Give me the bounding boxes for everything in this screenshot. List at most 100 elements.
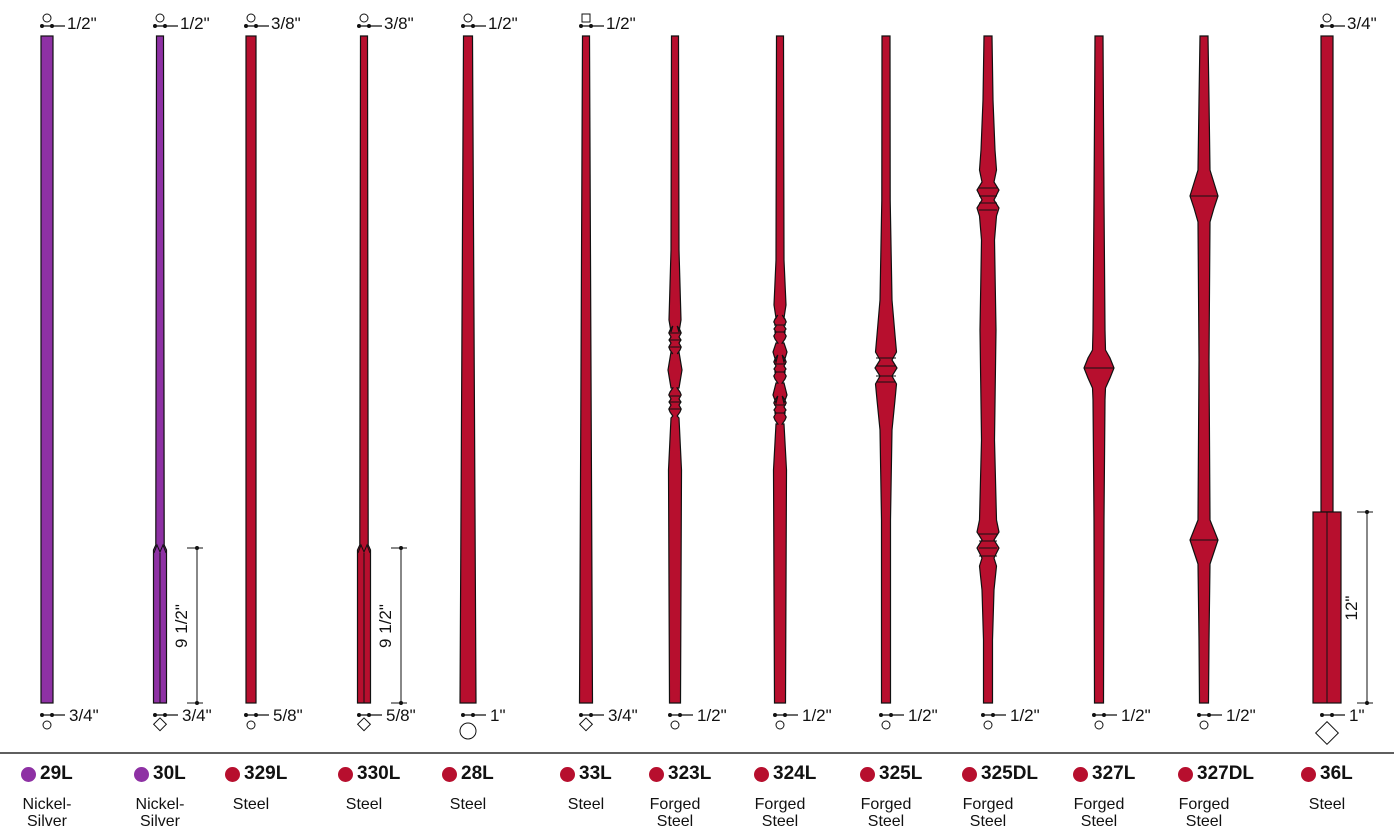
dim-dot-3 [367, 713, 371, 717]
dim-dot-8 [889, 713, 893, 717]
collar-joint-3 [357, 543, 371, 554]
baluster-body-6 [667, 35, 683, 704]
round-section-icon [1322, 13, 1332, 23]
bottom-section-icon-12 [1314, 713, 1345, 746]
round-section-icon [463, 13, 473, 23]
bottom-section-icon-10 [1092, 713, 1117, 730]
dim-dot-1 [153, 713, 157, 717]
baluster-body-7 [772, 35, 788, 704]
collar-dim-dot-1 [195, 701, 199, 705]
round-section-icon [881, 720, 891, 730]
round-section-icon [246, 720, 256, 730]
round-section-icon [983, 720, 993, 730]
dim-dot-4 [471, 713, 475, 717]
bottom-section-icon-8 [879, 713, 904, 730]
collar-dim-dot-3 [399, 701, 403, 705]
dim-dot-11 [1197, 713, 1201, 717]
dim-dot-9 [981, 713, 985, 717]
dim-dot-9 [991, 713, 995, 717]
dim-dot-12 [1320, 713, 1324, 717]
dim-dot-2 [244, 24, 248, 28]
dim-dot-8 [879, 713, 883, 717]
bottom-section-icon-7 [773, 713, 798, 730]
top-section-icon-1 [153, 13, 178, 28]
top-section-icon-5 [579, 13, 604, 28]
bottom-section-icon-1 [152, 713, 178, 732]
dim-dot-7 [783, 713, 787, 717]
bottom-section-icon-11 [1197, 713, 1222, 730]
dim-dot-0 [50, 24, 54, 28]
dim-dot-5 [579, 24, 583, 28]
bottom-section-icon-2 [244, 713, 269, 730]
dim-dot-12 [1330, 24, 1334, 28]
square-section-icon [578, 717, 594, 732]
baluster-body-11 [1189, 35, 1219, 704]
bottom-section-icon-3 [356, 713, 382, 732]
dim-dot-4 [471, 24, 475, 28]
dim-dot-6 [668, 713, 672, 717]
round-section-icon [1199, 720, 1209, 730]
baluster-body-4 [459, 35, 477, 704]
bottom-section-icon-5 [578, 713, 604, 732]
square-section-icon [356, 717, 372, 732]
collar-dim-dot-12 [1365, 701, 1369, 705]
dim-dot-2 [254, 713, 258, 717]
dim-dot-7 [773, 713, 777, 717]
top-section-icon-3 [357, 13, 382, 28]
bottom-section-icon-0 [40, 713, 65, 730]
dim-dot-0 [40, 24, 44, 28]
dim-dot-4 [461, 713, 465, 717]
round-section-icon [246, 13, 256, 23]
dim-dot-6 [678, 713, 682, 717]
round-section-icon [459, 722, 477, 740]
baluster-body-9 [976, 35, 1000, 704]
dim-dot-5 [589, 24, 593, 28]
dim-dot-3 [357, 24, 361, 28]
baluster-body-8 [874, 35, 898, 704]
dim-dot-0 [40, 713, 44, 717]
dim-dot-0 [50, 713, 54, 717]
dim-dot-12 [1330, 713, 1334, 717]
top-section-icon-0 [40, 13, 65, 28]
dim-dot-4 [461, 24, 465, 28]
bottom-section-icon-9 [981, 713, 1006, 730]
bottom-section-icon-4 [459, 713, 486, 740]
dim-dot-2 [244, 713, 248, 717]
baluster-body-0 [40, 35, 54, 704]
round-section-icon [42, 720, 52, 730]
round-section-icon [1094, 720, 1104, 730]
bottom-section-icon-6 [668, 713, 693, 730]
baluster-body-3 [356, 35, 372, 704]
baluster-body-1 [152, 35, 168, 704]
dim-dot-10 [1102, 713, 1106, 717]
collar-dim-dot-12 [1365, 510, 1369, 514]
square-section-icon [152, 717, 168, 732]
dim-dot-10 [1092, 713, 1096, 717]
square-section-icon [1314, 720, 1340, 746]
round-section-icon [155, 13, 165, 23]
collar-joint-1 [153, 543, 167, 554]
collar-dim-dot-3 [399, 546, 403, 550]
top-section-icon-12 [1320, 13, 1345, 28]
dim-dot-12 [1320, 24, 1324, 28]
baluster-body-2 [245, 35, 257, 704]
dim-dot-3 [367, 24, 371, 28]
square-section-icon [581, 13, 591, 23]
dim-dot-5 [589, 713, 593, 717]
dim-dot-1 [163, 713, 167, 717]
baluster-body-12 [1320, 35, 1334, 513]
dim-dot-2 [254, 24, 258, 28]
round-section-icon [670, 720, 680, 730]
dim-dot-1 [153, 24, 157, 28]
top-section-icon-2 [244, 13, 269, 28]
dim-dot-11 [1207, 713, 1211, 717]
dim-dot-3 [357, 713, 361, 717]
round-section-icon [775, 720, 785, 730]
collar-dim-dot-1 [195, 546, 199, 550]
dim-dot-1 [163, 24, 167, 28]
dim-dot-5 [579, 713, 583, 717]
baluster-body-5 [578, 35, 594, 704]
top-section-icon-4 [461, 13, 486, 28]
round-section-icon [42, 13, 52, 23]
